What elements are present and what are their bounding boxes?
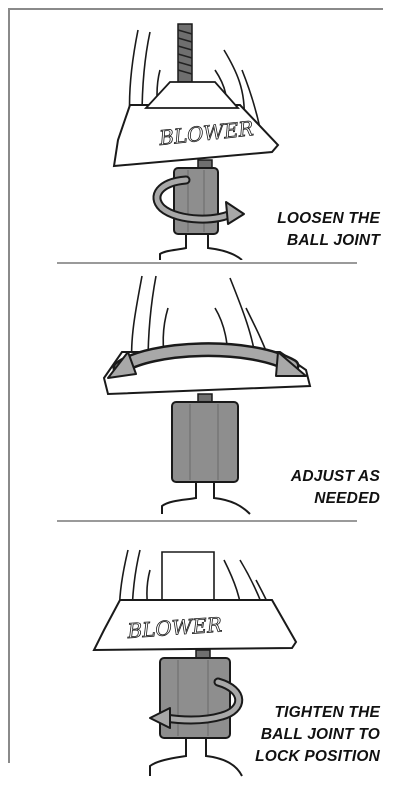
divider-2 <box>57 520 357 522</box>
step-loosen-caption: LOOSEN THE BALL JOINT <box>230 208 380 252</box>
caption-line: TIGHTEN THE <box>230 702 380 724</box>
threaded-rod <box>178 24 192 82</box>
step-adjust-caption: ADJUST AS NEEDED <box>230 466 380 510</box>
caption-line: LOOSEN THE <box>230 208 380 230</box>
stand-base <box>150 738 242 776</box>
step-tighten: BLOWER TIGHTEN THE BALL JOINT TO LOCK PO… <box>10 530 385 780</box>
step-loosen: BLOWER LOOSEN THE BALL JOINT <box>10 10 385 260</box>
ball-joint <box>172 402 238 482</box>
step-adjust: ADJUST AS NEEDED <box>10 268 385 518</box>
caption-line: LOCK POSITION <box>230 746 380 768</box>
caption-line: NEEDED <box>230 488 380 510</box>
step-tighten-caption: TIGHTEN THE BALL JOINT TO LOCK POSITION <box>230 702 380 768</box>
caption-line: BALL JOINT TO <box>230 724 380 746</box>
divider-1 <box>57 262 357 264</box>
caption-line: BALL JOINT <box>230 230 380 252</box>
caption-line: ADJUST AS <box>230 466 380 488</box>
